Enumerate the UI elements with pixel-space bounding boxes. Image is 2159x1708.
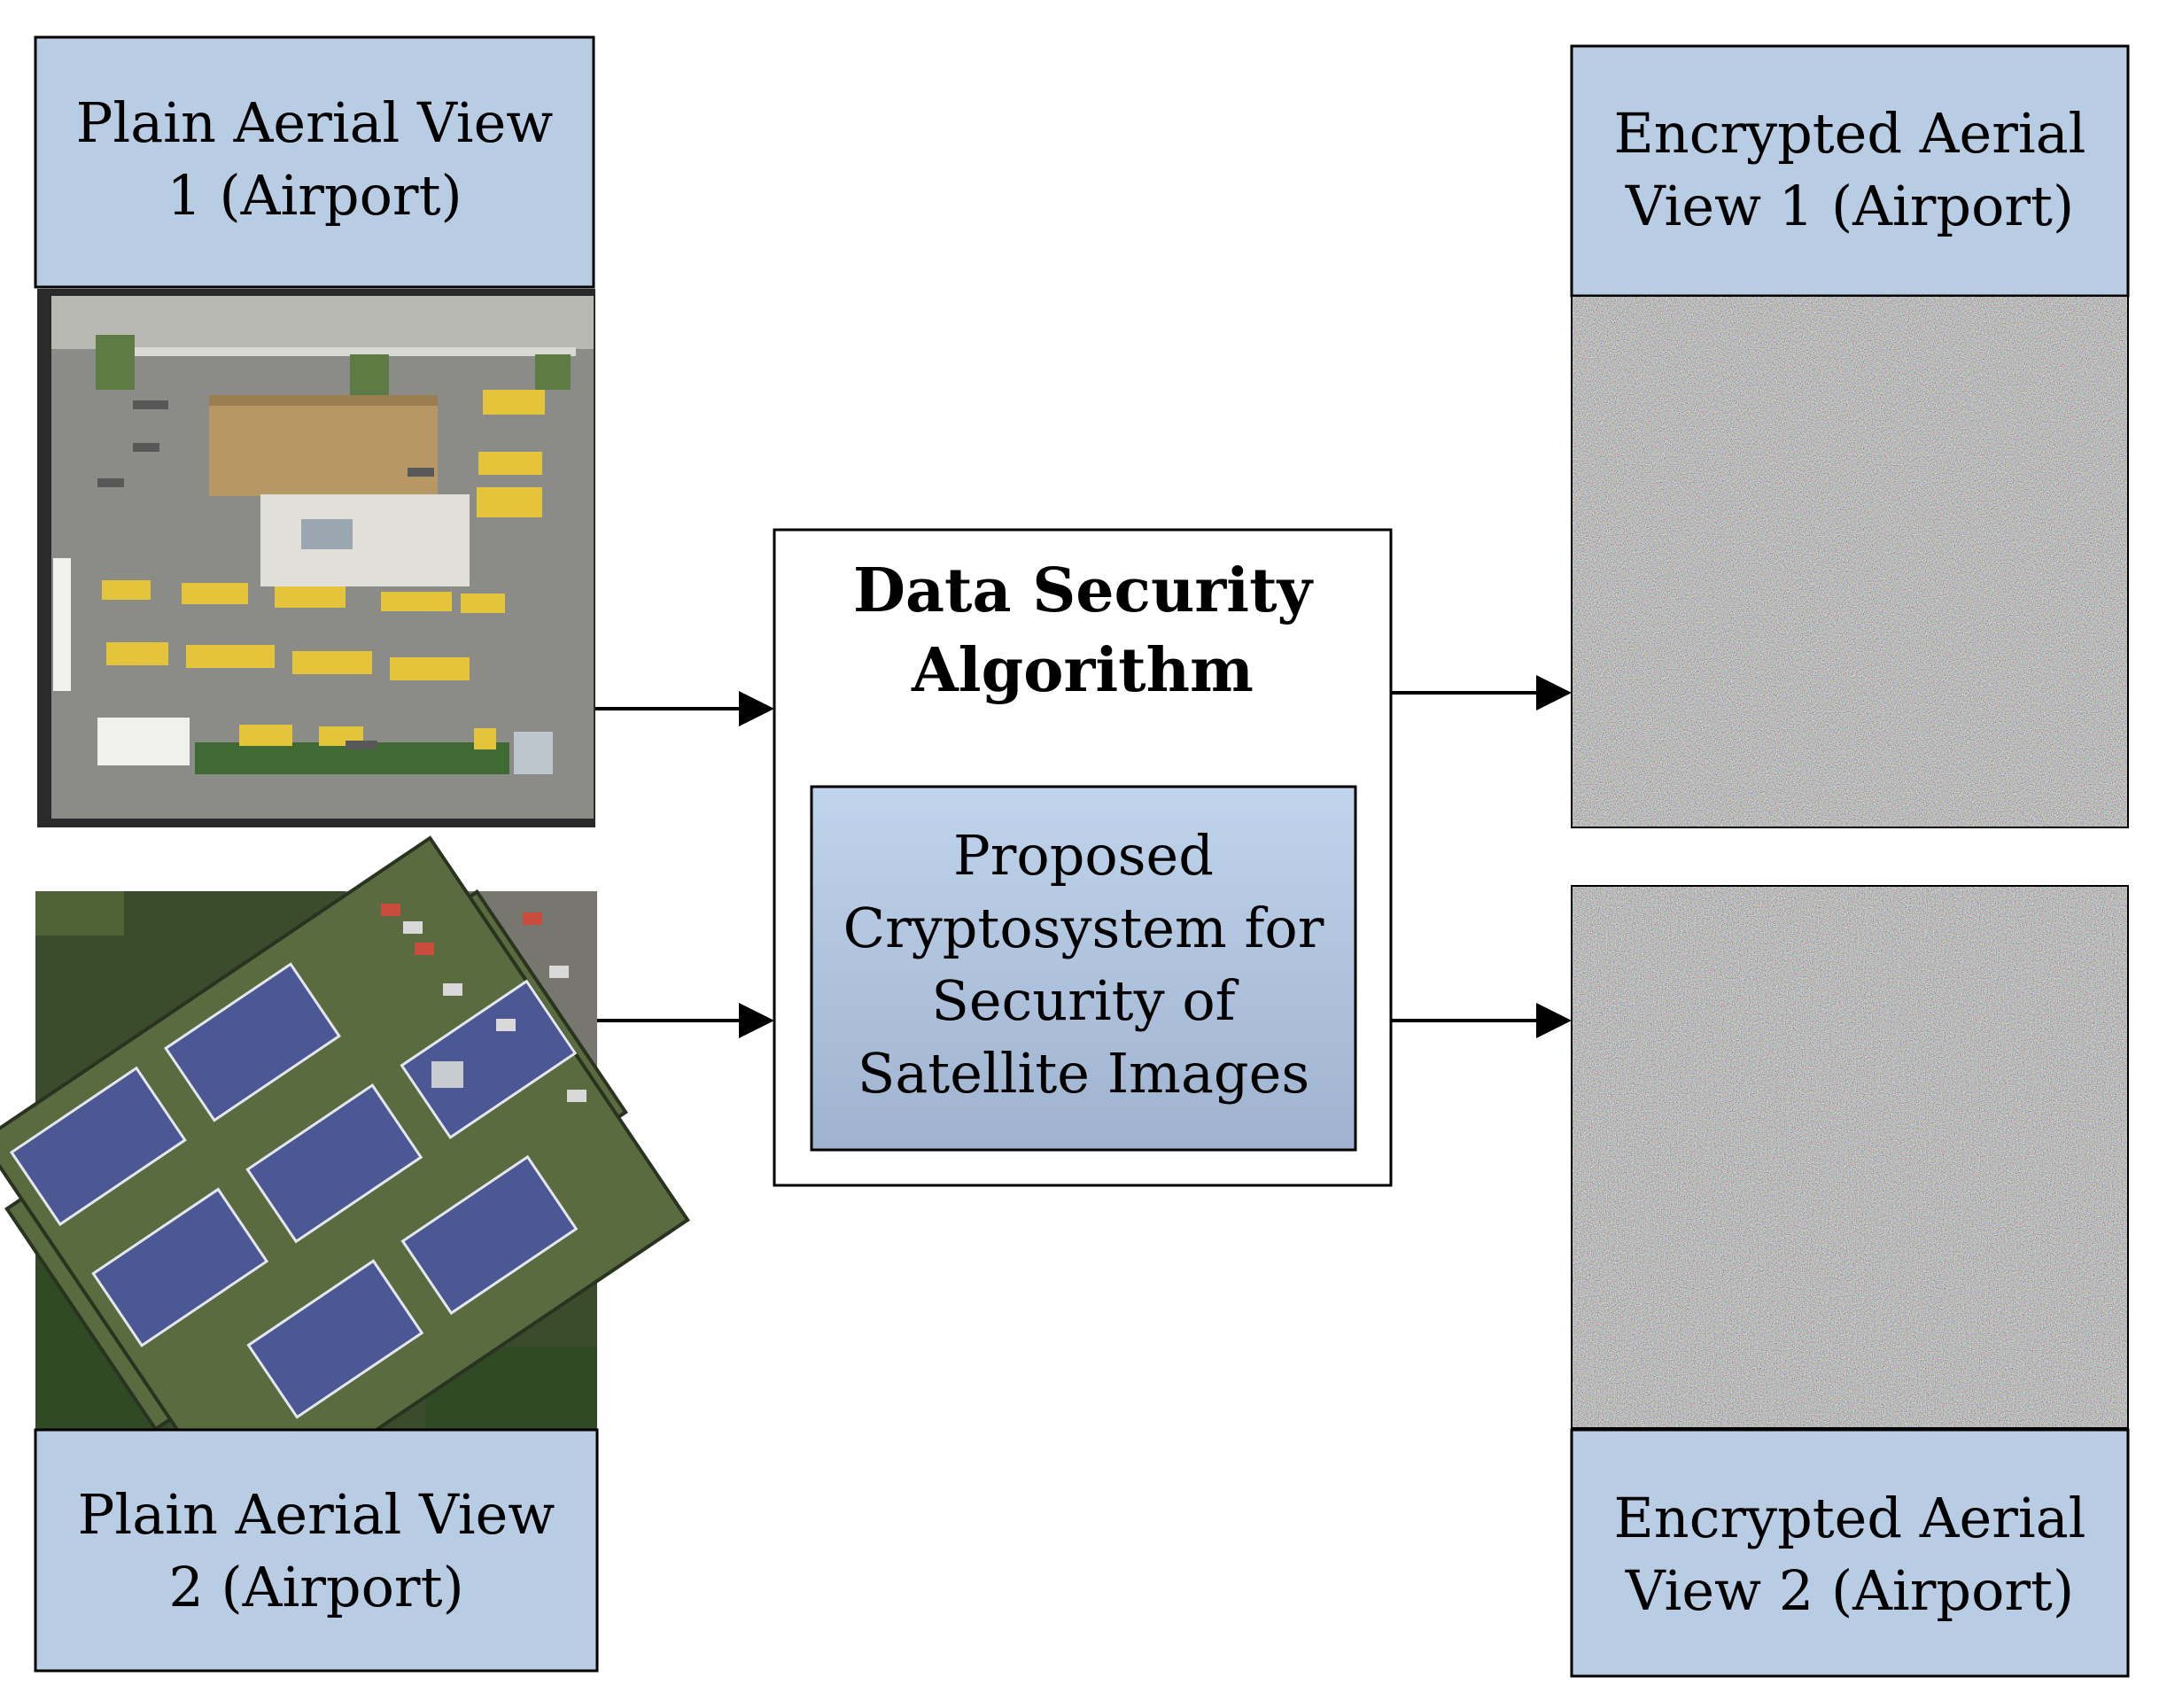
cryptosystem-line2: Cryptosystem for [843, 896, 1324, 960]
encrypted-view-2-label-line1: Encrypted Aerial [1614, 1486, 2086, 1550]
plain-view-1-label-box: Plain Aerial View 1 (Airport) [34, 35, 595, 289]
cryptosystem-box: Proposed Cryptosystem for Security of Sa… [810, 785, 1357, 1152]
encrypted-view-1-label-line2: View 1 (Airport) [1625, 174, 2074, 238]
plain-view-2-label-box: Plain Aerial View 2 (Airport) [34, 1428, 599, 1673]
cryptosystem-line4: Satellite Images [858, 1041, 1309, 1106]
encrypted-view-2-image [1571, 885, 2129, 1429]
plain-view-2-label-line2: 2 (Airport) [168, 1555, 463, 1619]
encrypted-view-1-image [1571, 295, 2129, 828]
encrypted-view-1-label-box: Encrypted Aerial View 1 (Airport) [1570, 44, 2130, 298]
algorithm-title-line1: Data Security [853, 555, 1314, 626]
algorithm-title-line2: Algorithm [911, 635, 1254, 706]
plain-view-2-label-line1: Plain Aerial View [78, 1482, 555, 1547]
encrypted-view-2-label-box: Encrypted Aerial View 2 (Airport) [1570, 1428, 2130, 1678]
cryptosystem-line3: Security of [931, 968, 1239, 1033]
plain-view-1-image [37, 289, 595, 827]
plain-view-2-image [0, 835, 690, 1525]
encrypted-view-2-label-line2: View 2 (Airport) [1625, 1558, 2074, 1623]
plain-view-1-label-line2: 1 (Airport) [167, 163, 462, 228]
encrypted-view-1-label-line1: Encrypted Aerial [1614, 101, 2086, 166]
plain-view-1-label-line1: Plain Aerial View [76, 90, 554, 155]
cryptosystem-line1: Proposed [953, 823, 1214, 888]
